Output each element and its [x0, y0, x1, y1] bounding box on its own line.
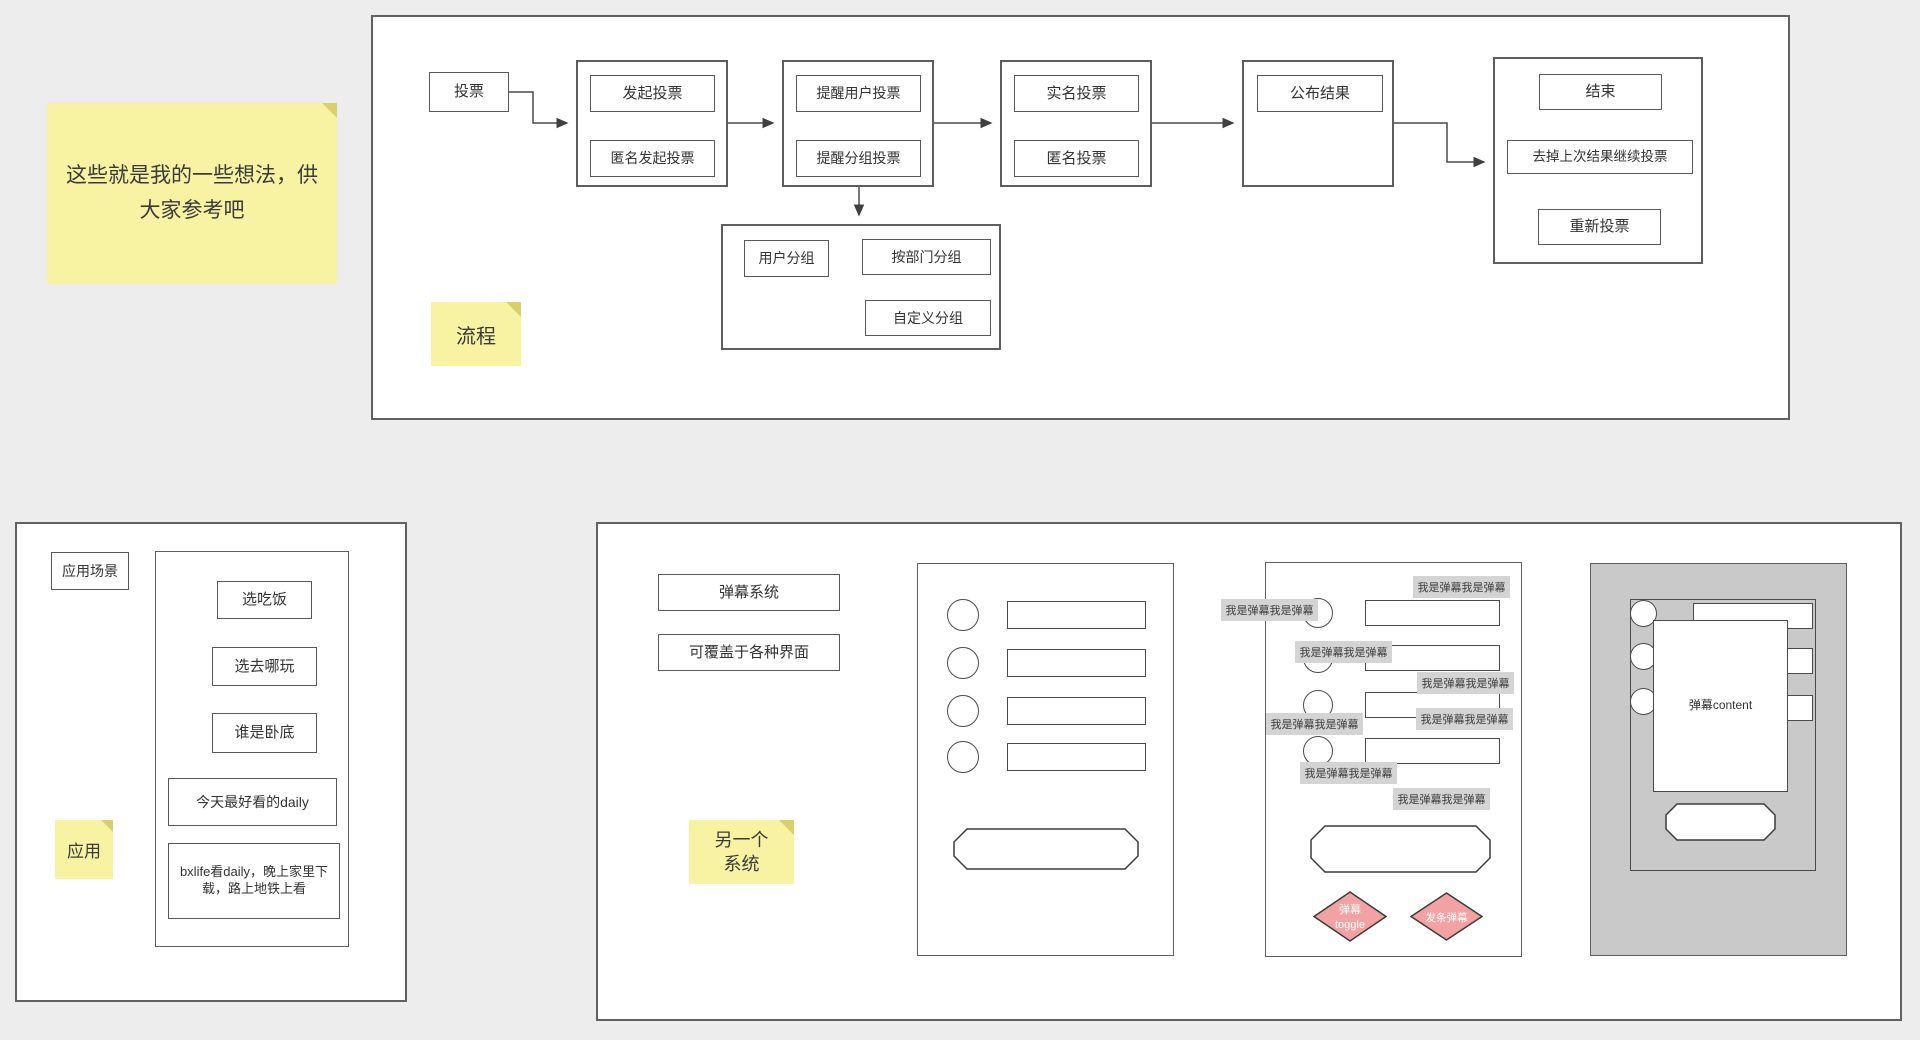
- flow-node-start[interactable]: 投票: [429, 72, 509, 112]
- application-sticky-note[interactable]: 应用: [55, 820, 113, 879]
- scenario-item-food[interactable]: 选吃饭: [217, 581, 312, 619]
- danmaku-toggle-diamond[interactable]: 弹幕 toggle: [1313, 891, 1387, 942]
- another-system-sticky-note[interactable]: 另一个 系统: [689, 820, 794, 884]
- action-button-shape[interactable]: [953, 828, 1139, 870]
- scenarios-list-container[interactable]: 选吃饭 选去哪玩 谁是卧底 今天最好看的daily bxlife看daily，晚…: [155, 551, 349, 947]
- flow-node-publish-result[interactable]: 公布结果: [1257, 75, 1383, 112]
- action-button-shape[interactable]: [1665, 803, 1776, 841]
- list-row-bar[interactable]: [1365, 738, 1500, 764]
- process-sticky-note[interactable]: 流程: [431, 302, 521, 366]
- danmaku-bullet[interactable]: 我是弹幕我是弹幕: [1300, 762, 1397, 784]
- flow-node-revote[interactable]: 重新投票: [1538, 209, 1661, 245]
- list-avatar-circle[interactable]: [947, 647, 979, 679]
- flow-group-vote-type[interactable]: 实名投票 匿名投票: [1000, 60, 1152, 187]
- danmaku-bullet[interactable]: 我是弹幕我是弹幕: [1295, 641, 1392, 663]
- flow-node-remind-user[interactable]: 提醒用户投票: [796, 75, 921, 112]
- mockup-plain-list[interactable]: [917, 563, 1174, 956]
- flow-node-custom-grouping[interactable]: 自定义分组: [865, 300, 991, 336]
- flow-node-realname-vote[interactable]: 实名投票: [1014, 75, 1139, 112]
- flowchart-canvas[interactable]: 投票 发起投票 匿名发起投票 提醒用户投票 提醒分组投票 实名投票 匿名投票 公…: [371, 15, 1790, 420]
- danmaku-canvas[interactable]: 弹幕系统 可覆盖于各种界面 另一个 系统 我是弹幕我是弹幕 我是弹幕我是弹幕 我…: [596, 522, 1902, 1021]
- flow-group-end[interactable]: 结束 去掉上次结果继续投票 重新投票: [1493, 57, 1703, 264]
- mockup-covered-screen[interactable]: 弹幕content: [1590, 563, 1847, 956]
- flow-group-grouping[interactable]: 用户分组 按部门分组 自定义分组: [721, 224, 1001, 350]
- danmaku-bullet[interactable]: 我是弹幕我是弹幕: [1393, 788, 1490, 810]
- scenario-item-daily[interactable]: 今天最好看的daily: [168, 778, 337, 826]
- scenarios-title-box[interactable]: 应用场景: [51, 552, 129, 590]
- sticky-fold: [322, 103, 337, 118]
- scenarios-canvas[interactable]: 应用场景 选吃饭 选去哪玩 谁是卧底 今天最好看的daily bxlife看da…: [15, 522, 407, 1002]
- toggle-label-line1: 弹幕: [1339, 902, 1361, 916]
- list-row-bar[interactable]: [1007, 649, 1146, 677]
- sticky-fold: [101, 820, 113, 832]
- flow-node-anonymous-vote[interactable]: 匿名投票: [1014, 140, 1139, 177]
- scenario-item-bxlife[interactable]: bxlife看daily，晚上家里下载，路上地铁上看: [168, 843, 340, 919]
- mockup-danmaku-overlay[interactable]: 我是弹幕我是弹幕 我是弹幕我是弹幕 我是弹幕我是弹幕 我是弹幕我是弹幕 我是弹幕…: [1221, 562, 1522, 957]
- list-row-bar[interactable]: [1007, 743, 1146, 771]
- danmaku-bullet[interactable]: 我是弹幕我是弹幕: [1417, 672, 1514, 694]
- sticky-fold: [779, 820, 794, 835]
- scenario-item-play[interactable]: 选去哪玩: [212, 647, 317, 686]
- covered-inner-frame[interactable]: [1630, 599, 1816, 871]
- sticky-fold: [506, 302, 521, 317]
- danmaku-bullet[interactable]: 我是弹幕我是弹幕: [1266, 713, 1363, 735]
- list-avatar-circle[interactable]: [947, 599, 979, 631]
- flow-group-remind[interactable]: 提醒用户投票 提醒分组投票: [782, 60, 934, 187]
- list-row-bar[interactable]: [1365, 600, 1500, 626]
- flow-node-end[interactable]: 结束: [1539, 74, 1662, 110]
- flow-group-initiate[interactable]: 发起投票 匿名发起投票: [576, 60, 728, 187]
- flow-node-user-grouping[interactable]: 用户分组: [744, 240, 829, 277]
- send-label: 发条弹幕: [1426, 911, 1468, 924]
- list-row-bar[interactable]: [1007, 697, 1146, 725]
- flow-node-continue-vote[interactable]: 去掉上次结果继续投票: [1507, 140, 1693, 174]
- list-avatar-circle[interactable]: [947, 695, 979, 727]
- list-avatar-circle[interactable]: [1630, 688, 1657, 715]
- danmaku-content-panel[interactable]: 弹幕content: [1653, 620, 1788, 792]
- list-avatar-circle[interactable]: [1630, 643, 1657, 670]
- scenario-item-undercover[interactable]: 谁是卧底: [212, 713, 317, 753]
- main-idea-sticky-note[interactable]: 这些就是我的一些想法，供大家参考吧: [47, 103, 337, 284]
- flow-node-initiate-vote[interactable]: 发起投票: [590, 75, 715, 112]
- flow-group-publish[interactable]: 公布结果: [1242, 60, 1394, 187]
- action-button-shape[interactable]: [1310, 825, 1491, 873]
- arrow-start-to-initiate: [509, 91, 569, 129]
- danmaku-subtitle-box[interactable]: 可覆盖于各种界面: [658, 634, 840, 671]
- danmaku-send-diamond[interactable]: 发条弹幕: [1410, 892, 1483, 941]
- arrow-publish-to-end: [1394, 122, 1486, 168]
- danmaku-title-box[interactable]: 弹幕系统: [658, 574, 840, 611]
- list-avatar-circle[interactable]: [1630, 600, 1657, 627]
- flow-node-anonymous-initiate[interactable]: 匿名发起投票: [590, 140, 715, 177]
- danmaku-bullet[interactable]: 我是弹幕我是弹幕: [1416, 708, 1513, 730]
- flow-node-department-grouping[interactable]: 按部门分组: [862, 239, 991, 275]
- flow-node-remind-group[interactable]: 提醒分组投票: [796, 140, 921, 177]
- danmaku-bullet[interactable]: 我是弹幕我是弹幕: [1221, 599, 1318, 621]
- list-avatar-circle[interactable]: [947, 741, 979, 773]
- list-row-bar[interactable]: [1007, 601, 1146, 629]
- main-idea-text: 这些就是我的一些想法，供大家参考吧: [66, 163, 318, 222]
- danmaku-bullet[interactable]: 我是弹幕我是弹幕: [1413, 576, 1510, 598]
- toggle-label-line2: toggle: [1335, 919, 1365, 931]
